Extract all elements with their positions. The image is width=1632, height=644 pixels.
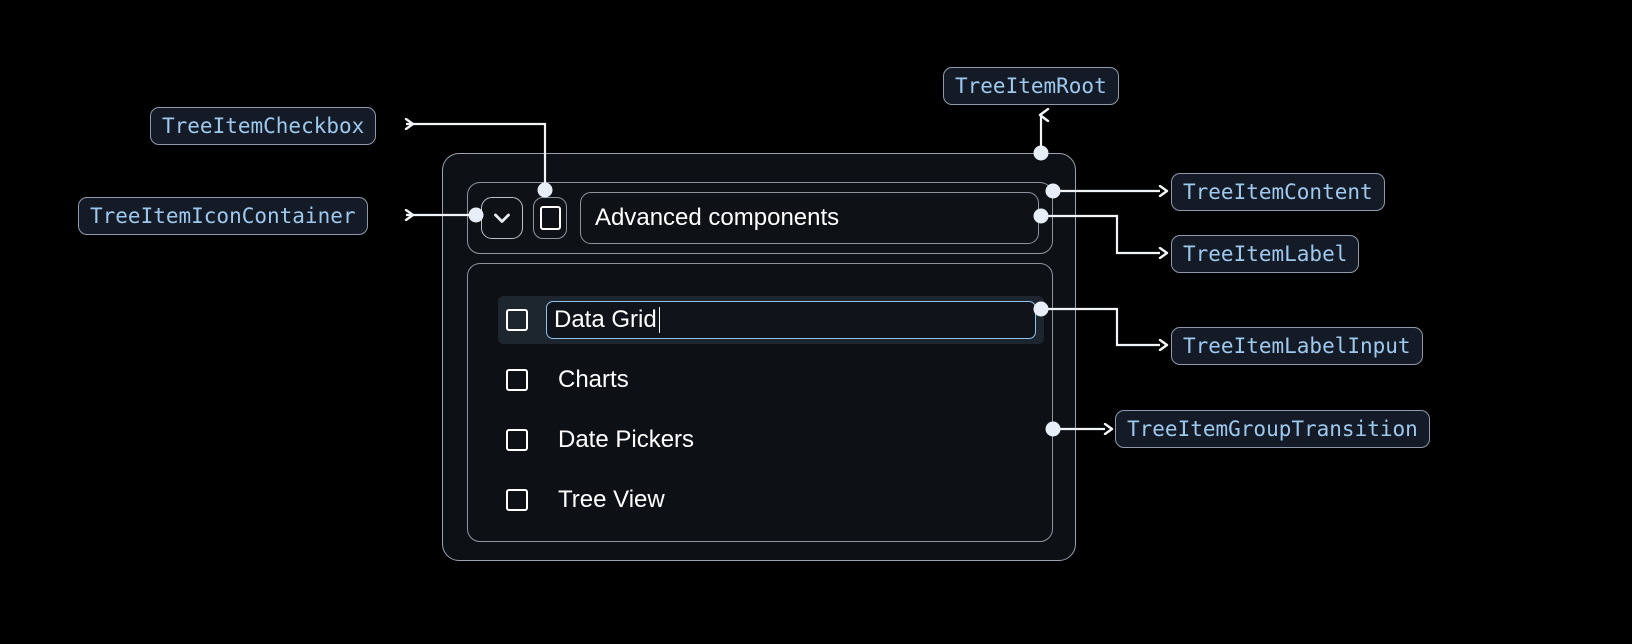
tree-item-row-date-pickers[interactable]: Date Pickers [498, 416, 1044, 464]
annotation-chip-label: TreeItemLabelInput [1183, 334, 1411, 358]
checkbox-unchecked-icon[interactable] [506, 369, 528, 391]
tree-item-label-input-value: Data Grid [554, 306, 657, 333]
annotation-chip-tree-item-icon-container: TreeItemIconContainer [78, 197, 368, 235]
annotation-chip-tree-item-label: TreeItemLabel [1171, 235, 1360, 273]
annotation-chip-tree-item-label-input: TreeItemLabelInput [1171, 327, 1423, 365]
text-caret [658, 307, 661, 333]
checkbox-unchecked-icon [539, 206, 561, 230]
tree-item-content[interactable]: Advanced components [467, 182, 1053, 254]
tree-item-checkbox[interactable] [533, 197, 567, 239]
annotation-chip-tree-item-root: TreeItemRoot [943, 67, 1119, 105]
tree-item-label-text: Advanced components [595, 204, 840, 231]
tree-item-group-transition: Data Grid Charts Date Pickers Tree View [467, 263, 1053, 542]
tree-item-row-tree-view[interactable]: Tree View [498, 476, 1044, 524]
tree-item-root[interactable]: Advanced components Data Grid Charts Dat… [442, 153, 1076, 561]
tree-item-label: Charts [558, 366, 629, 393]
annotation-chip-label: TreeItemIconContainer [90, 204, 356, 228]
checkbox-unchecked-icon[interactable] [506, 489, 528, 511]
chevron-down-icon [489, 205, 515, 231]
tree-item-row-charts[interactable]: Charts [498, 356, 1044, 404]
tree-item-label-input[interactable]: Data Grid [546, 301, 1036, 339]
tree-item-icon-container[interactable] [481, 197, 523, 239]
annotation-chip-tree-item-content: TreeItemContent [1171, 173, 1385, 211]
annotation-chip-label: TreeItemCheckbox [162, 114, 365, 138]
tree-item-label: Date Pickers [558, 426, 695, 453]
annotation-chip-tree-item-checkbox: TreeItemCheckbox [150, 107, 377, 145]
checkbox-unchecked-icon[interactable] [506, 309, 528, 331]
tree-item-label: Tree View [558, 486, 665, 513]
annotation-chip-label: TreeItemLabel [1183, 242, 1348, 266]
annotation-chip-label: TreeItemRoot [955, 74, 1107, 98]
annotation-chip-tree-item-group-transition: TreeItemGroupTransition [1115, 410, 1430, 448]
tree-item-label[interactable]: Advanced components [580, 192, 1039, 244]
annotation-chip-label: TreeItemContent [1183, 180, 1373, 204]
tree-item-row-data-grid[interactable]: Data Grid [498, 296, 1044, 344]
annotation-chip-label: TreeItemGroupTransition [1127, 417, 1418, 441]
checkbox-unchecked-icon[interactable] [506, 429, 528, 451]
